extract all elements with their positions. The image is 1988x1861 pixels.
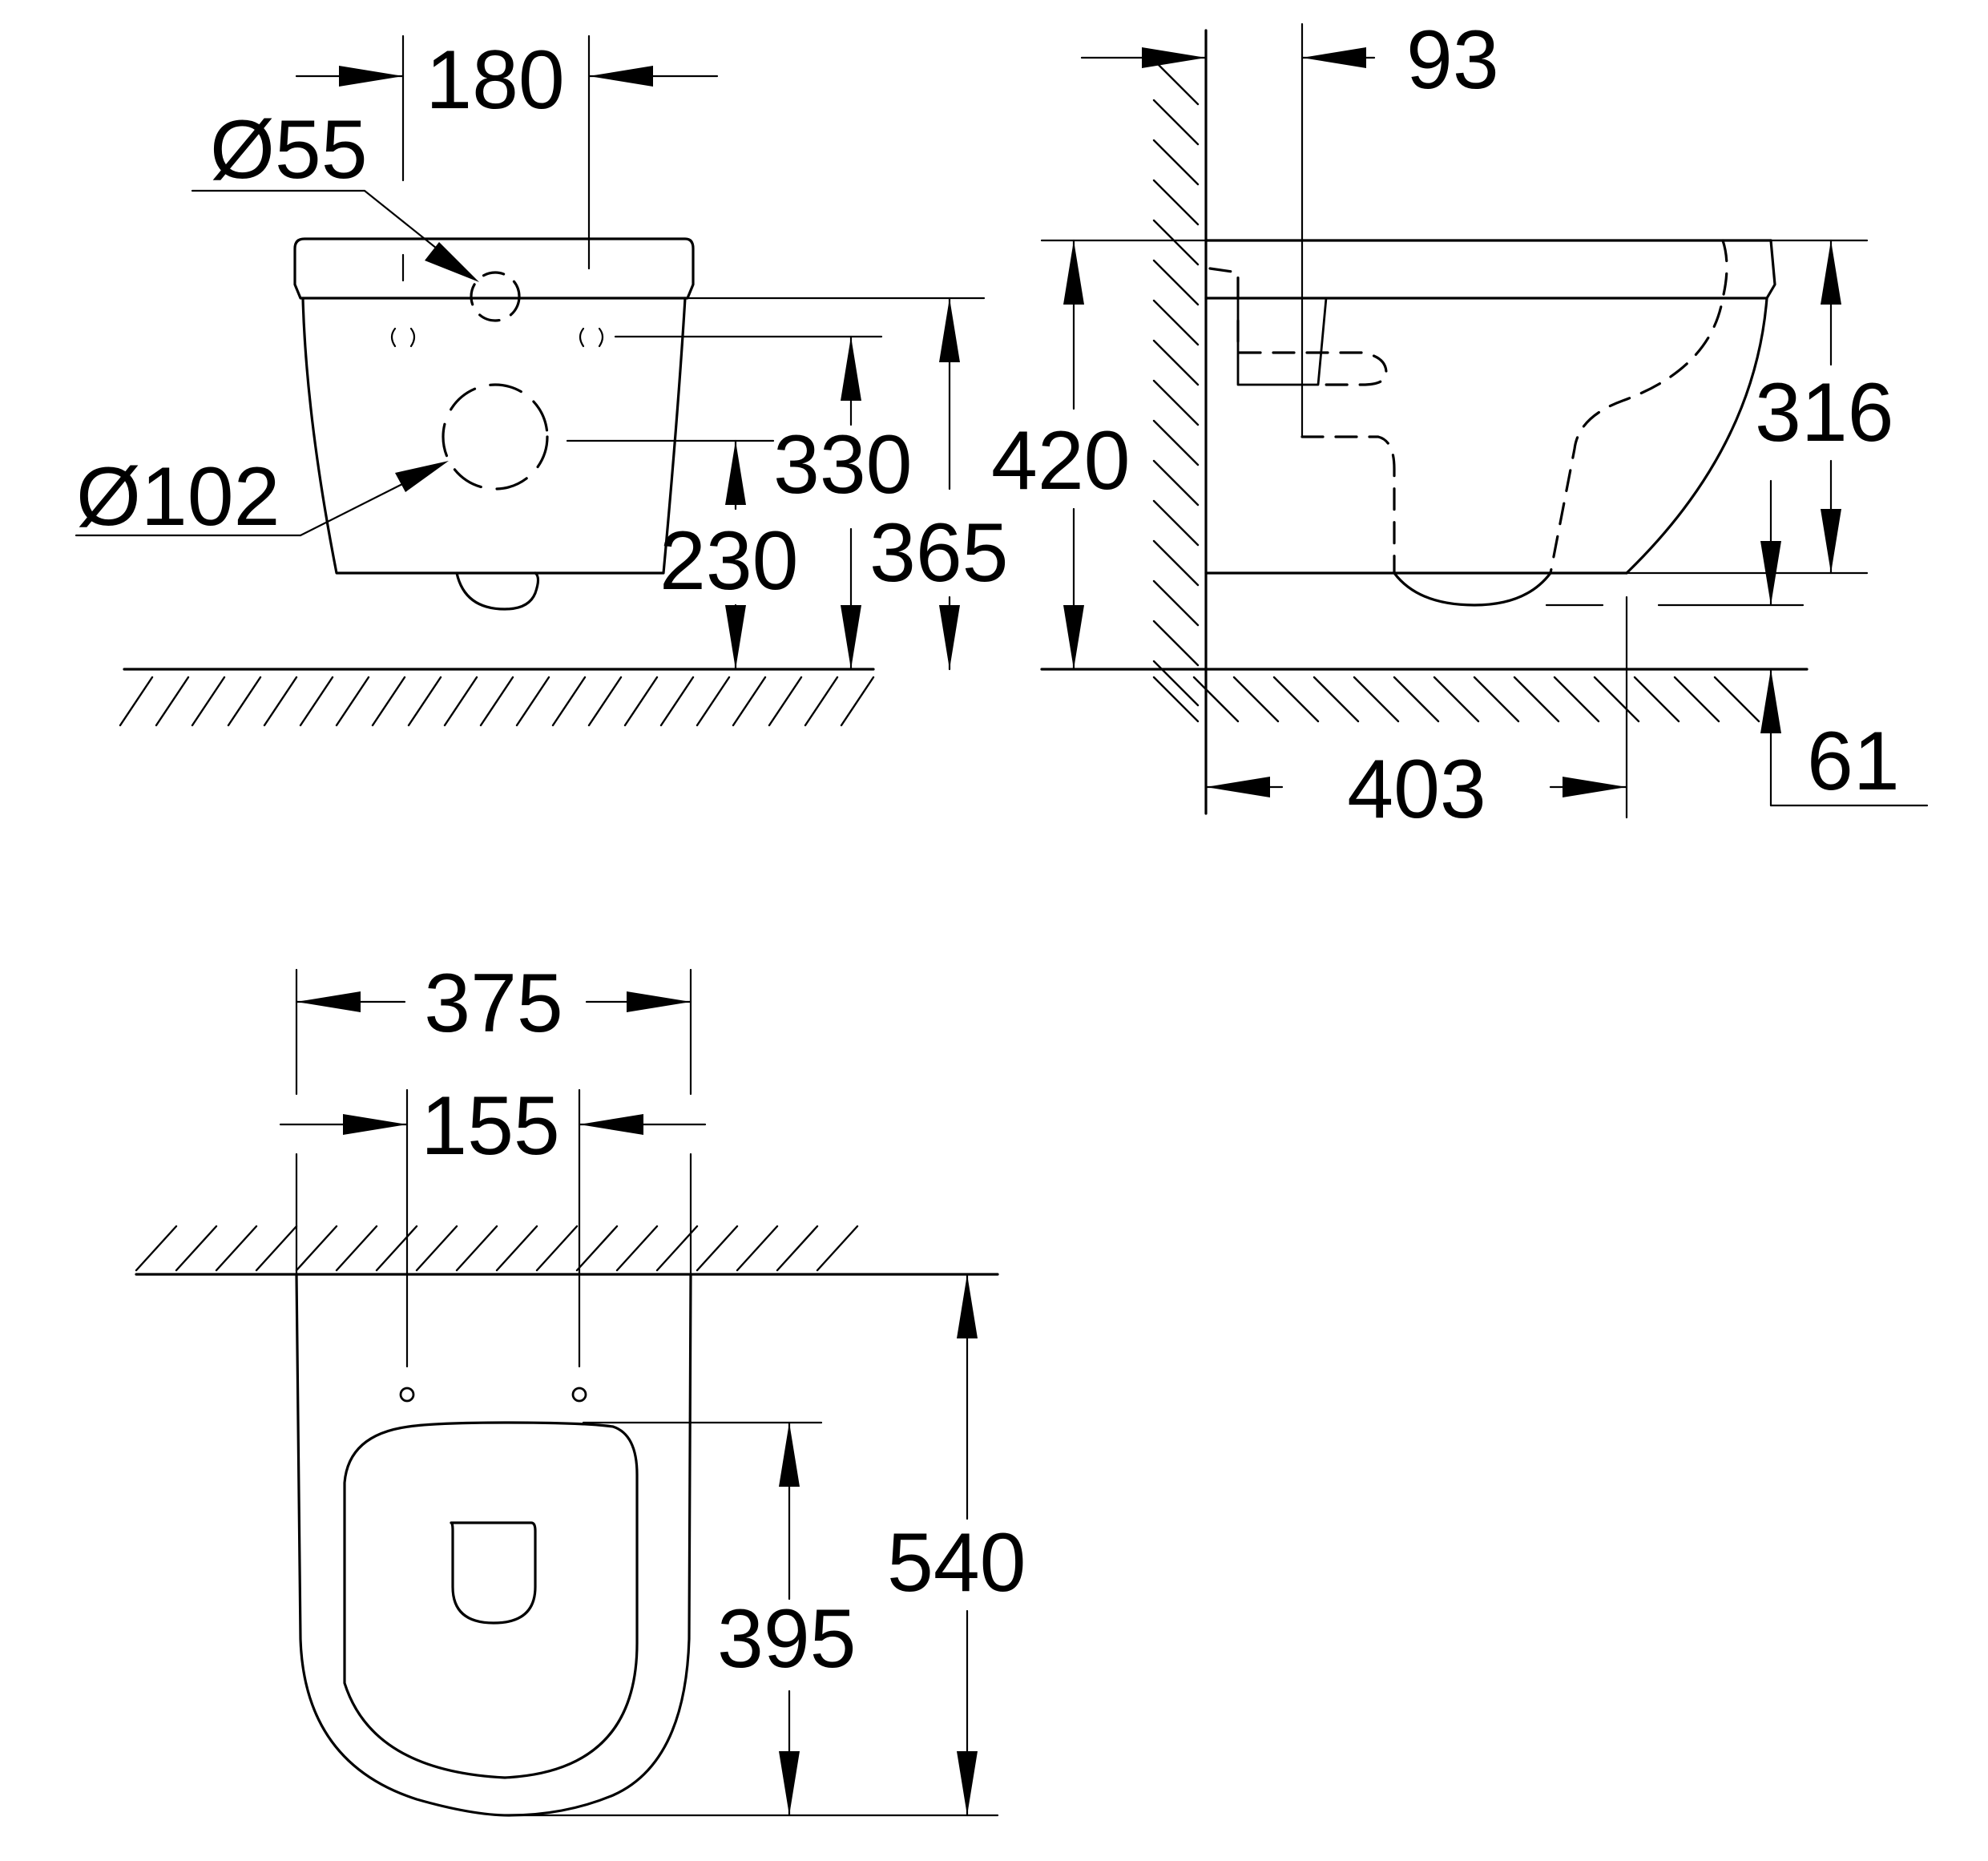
seat-outline [343,1421,639,1779]
dim-540: 540 [887,1516,1026,1609]
dim-diameter-55: Ø55 [210,103,368,196]
floor-hatching-front [119,676,875,727]
dim-93: 93 [1406,14,1499,107]
front-view: 180 Ø55 Ø102 230 330 365 [75,34,1009,727]
side-view: 93 420 316 61 403 [991,14,1929,836]
dim-365: 365 [869,507,1009,599]
dim-316: 316 [1755,366,1894,459]
dim-230: 230 [659,515,799,608]
front-body-outline [293,237,695,300]
dim-180: 180 [425,34,565,127]
dim-diameter-102: Ø102 [76,450,280,543]
dim-403: 403 [1347,743,1486,836]
wall-hatching [1152,59,1200,707]
dim-375: 375 [424,957,563,1050]
floor-hatching-side [1152,676,1760,723]
dim-155: 155 [421,1080,560,1173]
dim-61: 61 [1807,715,1900,808]
wall-hatching-top [135,1225,859,1272]
top-view: 375 155 395 540 [135,957,1026,1817]
dim-395: 395 [717,1593,857,1685]
dim-420: 420 [991,414,1131,507]
dim-330: 330 [773,418,913,511]
top-bowl-outline [295,1273,692,1817]
